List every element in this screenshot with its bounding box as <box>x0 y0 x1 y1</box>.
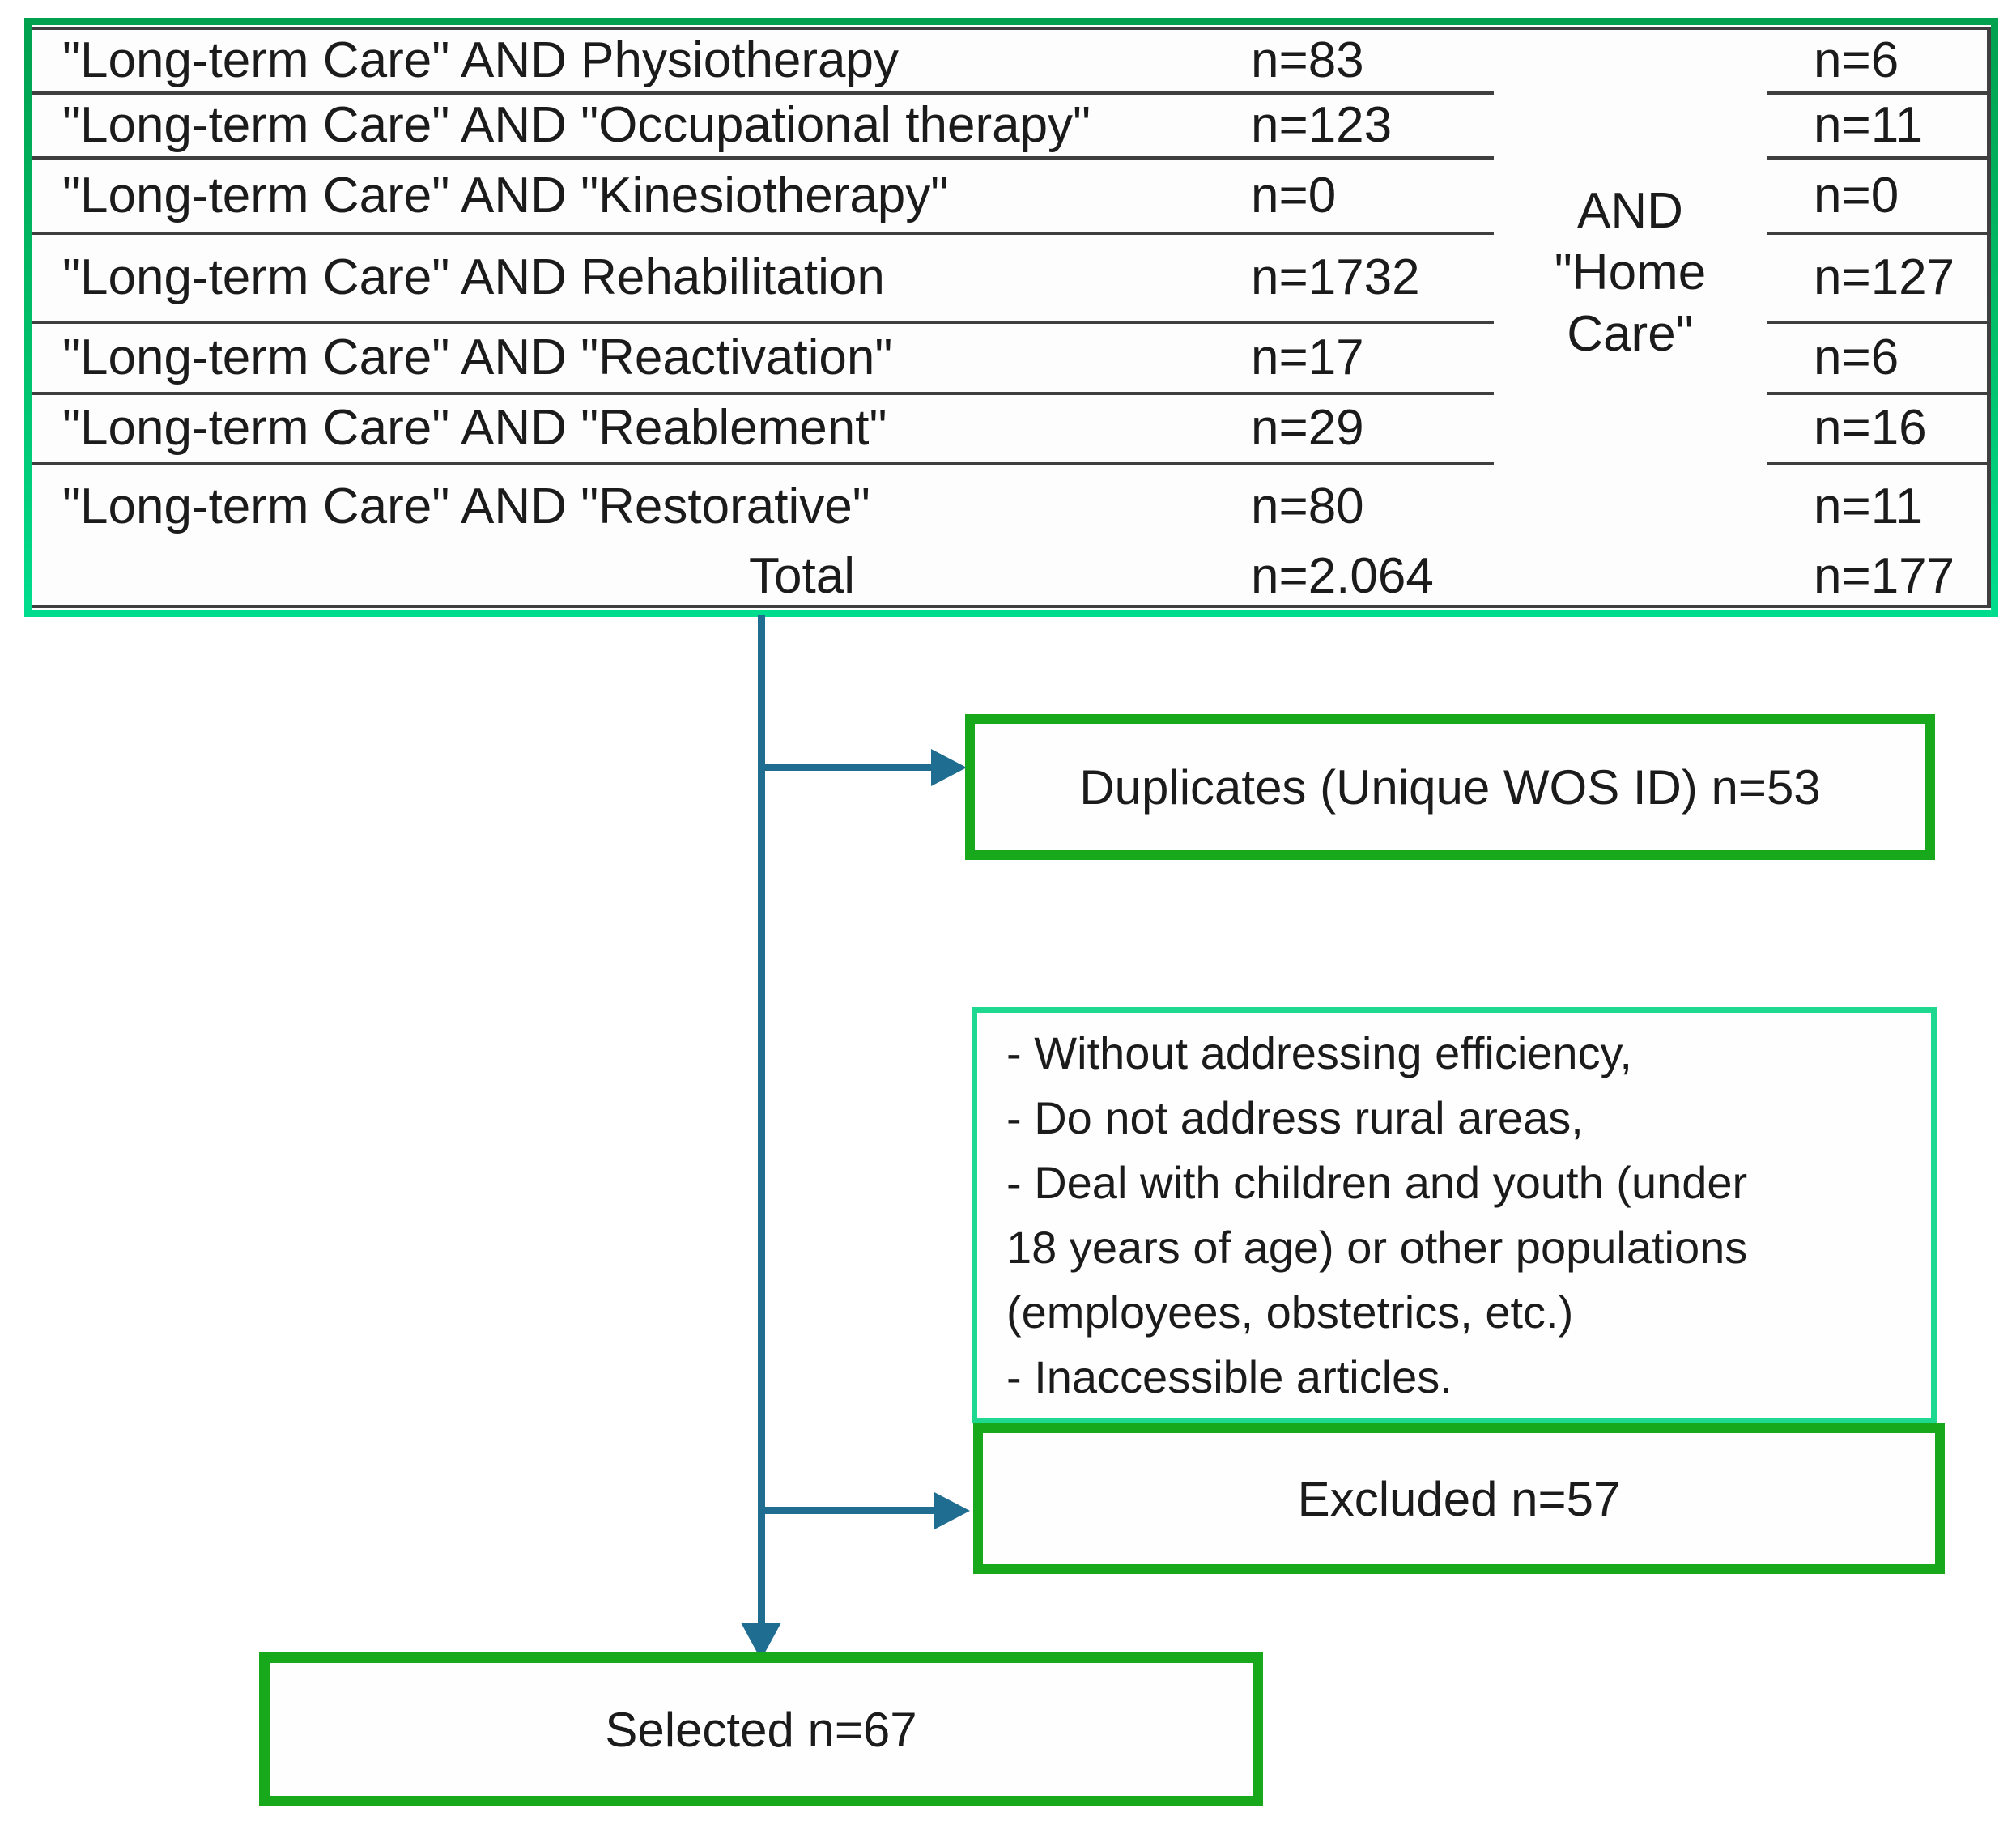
and-home-care-line: Care" <box>1567 306 1694 362</box>
table-row: "Long-term Care" AND Rehabilitation n=173… <box>32 235 1987 324</box>
criteria-line: - Inaccessible articles. <box>1006 1351 1452 1402</box>
middle-gap <box>1494 395 1767 465</box>
search-term: "Long-term Care" AND "Reablement" <box>62 400 887 457</box>
duplicates-box: Duplicates (Unique WOS ID) n=53 <box>965 714 1935 860</box>
total-label: Total <box>749 548 855 605</box>
criteria-line: - Without addressing efficiency, <box>1006 1027 1632 1078</box>
table-row: "Long-term Care" AND "Reablement" n=29 n=… <box>32 395 1987 465</box>
flow-arrow-to-excluded <box>761 1507 936 1514</box>
homecare-count: n=11 <box>1767 95 1987 160</box>
exclusion-criteria-box: - Without addressing efficiency, - Do no… <box>972 1007 1937 1423</box>
duplicates-label: Duplicates (Unique WOS ID) n=53 <box>1079 759 1821 815</box>
flow-arrow-to-duplicates <box>761 764 933 771</box>
homecare-count: n=6 <box>1767 30 1987 95</box>
table-row: "Long-term Care" AND Physiotherapy n=83 n… <box>32 30 1987 95</box>
wos-count: n=29 <box>1251 400 1364 457</box>
wos-count: n=17 <box>1251 330 1364 386</box>
homecare-count: n=0 <box>1767 160 1987 235</box>
and-home-care-label: AND "Home Care" <box>1494 181 1767 365</box>
homecare-count: n=6 <box>1767 324 1987 395</box>
wos-count: n=83 <box>1251 32 1364 89</box>
search-term: "Long-term Care" AND Physiotherapy <box>62 32 900 89</box>
and-home-care-line: AND <box>1577 183 1683 239</box>
homecare-count: n=127 <box>1767 235 1987 324</box>
table-row: "Long-term Care" AND "Reactivation"n=17 … <box>32 324 1987 395</box>
search-term: "Long-term Care" AND "Restorative" <box>62 478 870 534</box>
search-term: "Long-term Care" AND "Occupational thera… <box>62 97 1091 154</box>
table-total-row: Total n=2.064 n=177 <box>32 548 1987 605</box>
search-term: "Long-term Care" AND Rehabilitation <box>62 249 885 306</box>
table-row: "Long-term Care" AND "Kinesiotherapy" n=0… <box>32 160 1987 235</box>
selected-label: Selected n=67 <box>605 1702 917 1757</box>
homecare-count: n=16 <box>1767 395 1987 465</box>
criteria-line: - Deal with children and youth (under <box>1006 1157 1748 1208</box>
middle-gap <box>1494 548 1767 605</box>
flow-arrow-vertical <box>758 615 765 1624</box>
criteria-line: 18 years of age) or other populations <box>1006 1222 1748 1273</box>
excluded-label: Excluded n=57 <box>1297 1471 1621 1526</box>
wos-count: n=1732 <box>1251 249 1420 306</box>
middle-gap <box>1494 465 1767 548</box>
search-results-table: "Long-term Care" AND Physiotherapy n=83 n… <box>24 18 1998 617</box>
criteria-line: (employees, obstetrics, etc.) <box>1006 1287 1574 1338</box>
search-results-table-inner: "Long-term Care" AND Physiotherapy n=83 n… <box>32 27 1991 608</box>
middle-gap <box>1494 30 1767 95</box>
wos-count: n=80 <box>1251 478 1364 534</box>
homecare-count: n=11 <box>1814 478 1924 534</box>
total-wos-count: n=2.064 <box>1251 548 1434 605</box>
arrow-right-icon <box>931 749 967 786</box>
arrow-right-icon <box>934 1492 970 1529</box>
and-home-care-line: "Home <box>1554 245 1707 300</box>
total-homecare-count: n=177 <box>1814 548 1955 605</box>
wos-count: n=0 <box>1251 167 1337 223</box>
search-term: "Long-term Care" AND "Kinesiotherapy" <box>62 167 949 223</box>
criteria-line: - Do not address rural areas, <box>1006 1092 1584 1143</box>
table-row: "Long-term Care" AND "Restorative" n=80 n… <box>32 465 1987 548</box>
wos-count: n=123 <box>1251 97 1393 154</box>
selected-box: Selected n=67 <box>259 1652 1263 1806</box>
middle-gap <box>1494 95 1767 160</box>
search-term: "Long-term Care" AND "Reactivation" <box>62 330 893 386</box>
excluded-box: Excluded n=57 <box>973 1423 1945 1574</box>
table-row: "Long-term Care" AND "Occupational thera… <box>32 95 1987 160</box>
